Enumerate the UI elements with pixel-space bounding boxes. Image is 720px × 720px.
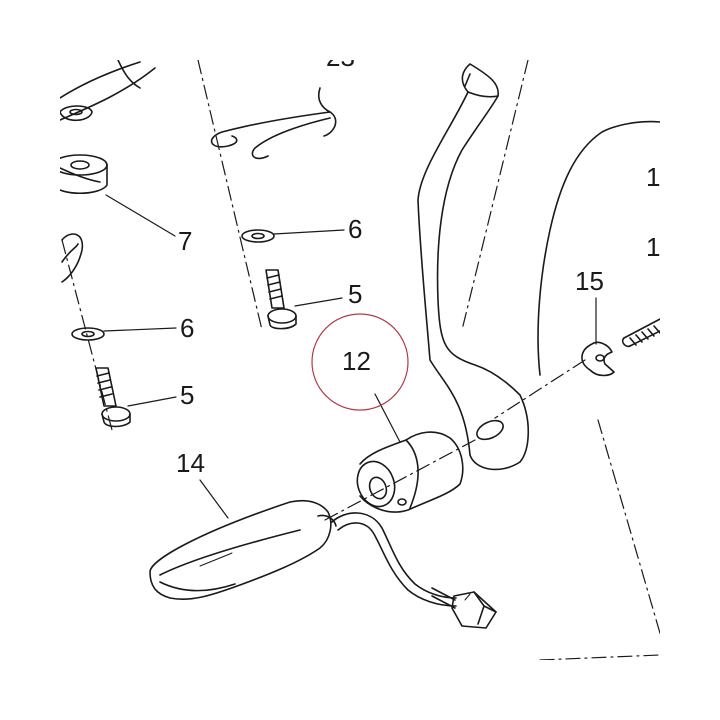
screw-part-5-lower [95, 367, 131, 428]
indicator-part-14 [149, 499, 337, 601]
wiring-harness [331, 512, 497, 629]
callout-5-lower: 5 [180, 380, 194, 410]
bolt-shaft [621, 318, 660, 348]
mount-fragment [61, 233, 84, 283]
callout-23: 23 [326, 42, 355, 72]
callout-14: 14 [176, 448, 205, 478]
washer-part-6-lower [71, 327, 105, 341]
highlight-circle [311, 313, 409, 411]
washer-part-15 [581, 341, 615, 377]
callout-6-lower: 6 [180, 313, 194, 343]
body-edge [537, 120, 660, 376]
callout-6-upper: 6 [348, 214, 362, 244]
assembly-axis-lines [61, 60, 660, 660]
callout-1-bottom: 1 [646, 232, 660, 262]
bracket-fragment [60, 60, 156, 183]
callout-12: 12 [342, 346, 371, 376]
grommet-part-7 [60, 105, 108, 194]
callout-5-upper: 5 [348, 279, 362, 309]
spring-clip-part-23 [210, 87, 337, 160]
callout-7: 7 [178, 226, 192, 256]
callout-1-top: 1 [646, 162, 660, 192]
fairing-panel [417, 63, 530, 471]
washer-part-6-upper [241, 229, 275, 243]
leader-lines [103, 194, 597, 519]
screw-part-5-upper [265, 269, 297, 330]
callout-15: 15 [575, 266, 604, 296]
adapter-part-12 [356, 431, 464, 513]
